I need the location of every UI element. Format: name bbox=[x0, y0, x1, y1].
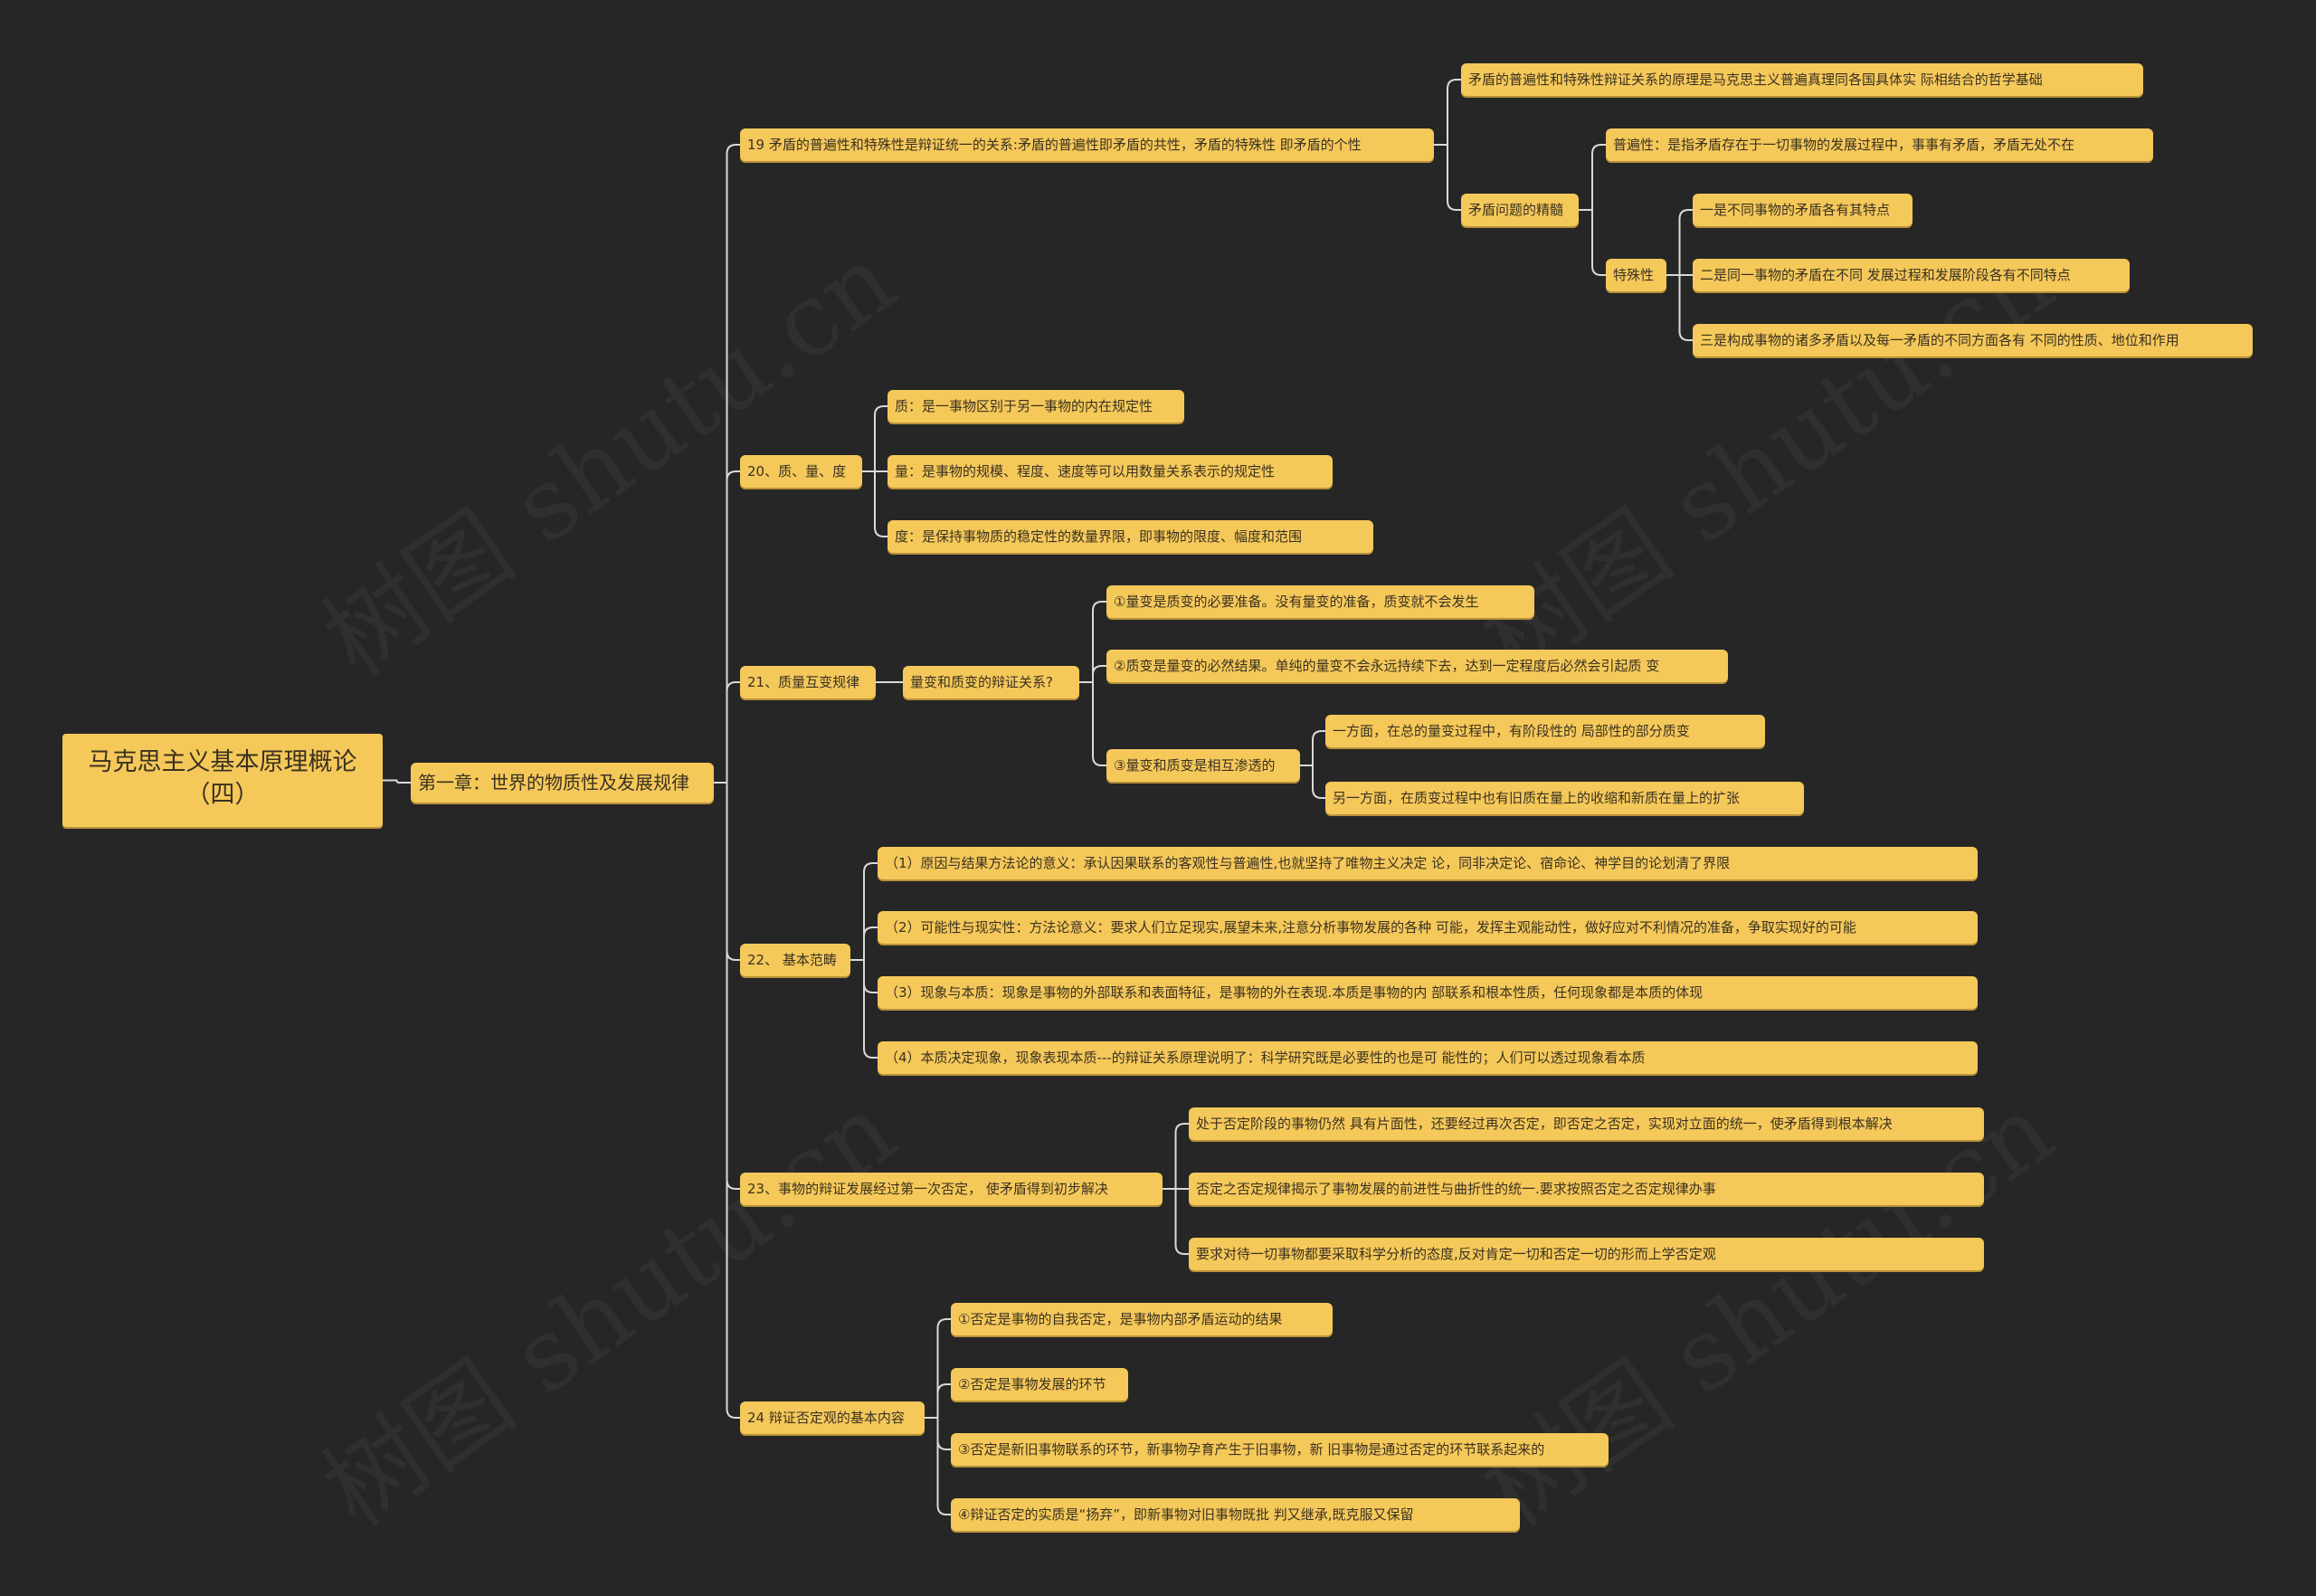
connector-line bbox=[1579, 209, 1606, 276]
connector-line bbox=[1163, 1123, 1189, 1190]
topic-19[interactable]: 19 矛盾的普遍性和特殊性是辩证统一的关系:矛盾的普遍性即矛盾的共性，矛盾的特殊… bbox=[740, 128, 1434, 161]
connector-line bbox=[1434, 79, 1461, 146]
connector-line bbox=[383, 779, 411, 784]
connector-line bbox=[850, 862, 878, 961]
connector-line bbox=[850, 926, 878, 961]
connector-line bbox=[714, 681, 740, 784]
topic-22-item[interactable]: （1）原因与结果方法论的意义：承认因果联系的客观性与普遍性,也就坚持了唯物主义决… bbox=[878, 847, 1978, 879]
connector-line bbox=[925, 1383, 951, 1419]
connector-line bbox=[862, 470, 887, 537]
topic-20[interactable]: 20、质、量、度 bbox=[740, 455, 862, 488]
topic-21-answer[interactable]: ①量变是质变的必要准备。没有量变的准备，质变就不会发生 bbox=[1106, 585, 1534, 618]
topic-20-item[interactable]: 量：是事物的规模、程度、速度等可以用数量关系表示的规定性 bbox=[887, 455, 1333, 488]
topic-21[interactable]: 21、质量互变规律 bbox=[740, 666, 876, 698]
topic-24-item[interactable]: ③否定是新旧事物联系的环节，新事物孕育产生于旧事物，新 旧事物是通过否定的环节联… bbox=[951, 1433, 1609, 1466]
topic-24-item[interactable]: ②否定是事物发展的环节 bbox=[951, 1368, 1128, 1401]
connector-line bbox=[925, 1318, 951, 1419]
topic-24[interactable]: 24 辩证否定观的基本内容 bbox=[740, 1401, 925, 1434]
topic-21-question[interactable]: 量变和质变的辩证关系? bbox=[903, 666, 1079, 698]
connector-line bbox=[1434, 144, 1461, 211]
particularity-item[interactable]: 二是同一事物的矛盾在不同 发展过程和发展阶段各有不同特点 bbox=[1693, 259, 2130, 291]
topic-20-item[interactable]: 度：是保持事物质的稳定性的数量界限，即事物的限度、幅度和范围 bbox=[887, 520, 1373, 553]
topic-23-item[interactable]: 否定之否定规律揭示了事物发展的前进性与曲折性的统一.要求按照否定之否定规律办事 bbox=[1189, 1173, 1984, 1205]
topic-22-item[interactable]: （2）可能性与现实性：方法论意义：要求人们立足现实,展望未来,注意分析事物发展的… bbox=[878, 911, 1978, 944]
root-topic[interactable]: 马克思主义基本原理概论（四） bbox=[62, 734, 383, 827]
topic-19-essence[interactable]: 矛盾问题的精髓 bbox=[1461, 194, 1579, 226]
topic-20-item[interactable]: 质：是一事物区别于另一事物的内在规定性 bbox=[887, 390, 1184, 423]
topic-22-item[interactable]: （4）本质决定现象，现象表现本质---的辩证关系原理说明了：科学研究既是必要性的… bbox=[878, 1041, 1978, 1074]
topic-19-principle[interactable]: 矛盾的普遍性和特殊性辩证关系的原理是马克思主义普遍真理同各国具体实 际相结合的哲… bbox=[1461, 63, 2143, 96]
topic-22-item[interactable]: （3）现象与本质：现象是事物的外部联系和表面特征，是事物的外在表现.本质是事物的… bbox=[878, 976, 1978, 1009]
connector-line bbox=[714, 144, 740, 784]
topic-23-item[interactable]: 处于否定阶段的事物仍然 具有片面性，还要经过再次否定，即否定之否定，实现对立面的… bbox=[1189, 1107, 1984, 1140]
topic-23-item[interactable]: 要求对待一切事物都要采取科学分析的态度,反对肯定一切和否定一切的形而上学否定观 bbox=[1189, 1238, 1984, 1270]
topic-24-item[interactable]: ①否定是事物的自我否定，是事物内部矛盾运动的结果 bbox=[951, 1303, 1333, 1335]
topic-21-subitem[interactable]: 另一方面，在质变过程中也有旧质在量上的收缩和新质在量上的扩张 bbox=[1325, 782, 1804, 814]
topic-24-item[interactable]: ④辩证否定的实质是“扬弃”，即新事物对旧事物既批 判又继承,既克服又保留 bbox=[951, 1498, 1520, 1531]
connector-line bbox=[862, 405, 887, 472]
topic-21-answer[interactable]: ②质变是量变的必然结果。单纯的量变不会永远持续下去，达到一定程度后必然会引起质 … bbox=[1106, 650, 1728, 682]
connector-line bbox=[714, 470, 740, 784]
connector-line bbox=[1079, 665, 1106, 683]
topic-universality[interactable]: 普遍性：是指矛盾存在于一切事物的发展过程中，事事有矛盾，矛盾无处不在 bbox=[1606, 128, 2153, 161]
connector-line bbox=[1300, 730, 1325, 766]
particularity-item[interactable]: 一是不同事物的矛盾各有其特点 bbox=[1693, 194, 1913, 226]
topic-21-answer[interactable]: ③量变和质变是相互渗透的 bbox=[1106, 749, 1300, 782]
connector-line bbox=[1079, 601, 1106, 683]
particularity-item[interactable]: 三是构成事物的诸多矛盾以及每一矛盾的不同方面各有 不同的性质、地位和作用 bbox=[1693, 324, 2253, 356]
connector-line bbox=[925, 1417, 951, 1515]
connector-line bbox=[1300, 765, 1325, 799]
connector-line bbox=[850, 959, 878, 1059]
connector-line bbox=[1666, 209, 1693, 276]
connector-line bbox=[1079, 681, 1106, 766]
connector-line bbox=[1579, 144, 1606, 211]
connector-line bbox=[1163, 1188, 1189, 1255]
chapter-topic[interactable]: 第一章：世界的物质性及发展规律 bbox=[411, 763, 714, 803]
topic-21-subitem[interactable]: 一方面，在总的量变过程中，有阶段性的 局部性的部分质变 bbox=[1325, 715, 1765, 747]
connector-line bbox=[1666, 274, 1693, 341]
topic-22[interactable]: 22、 基本范畴 bbox=[740, 944, 850, 976]
topic-particularity[interactable]: 特殊性 bbox=[1606, 259, 1666, 291]
topic-23[interactable]: 23、事物的辩证发展经过第一次否定， 使矛盾得到初步解决 bbox=[740, 1173, 1163, 1205]
connector-line bbox=[714, 782, 740, 1419]
